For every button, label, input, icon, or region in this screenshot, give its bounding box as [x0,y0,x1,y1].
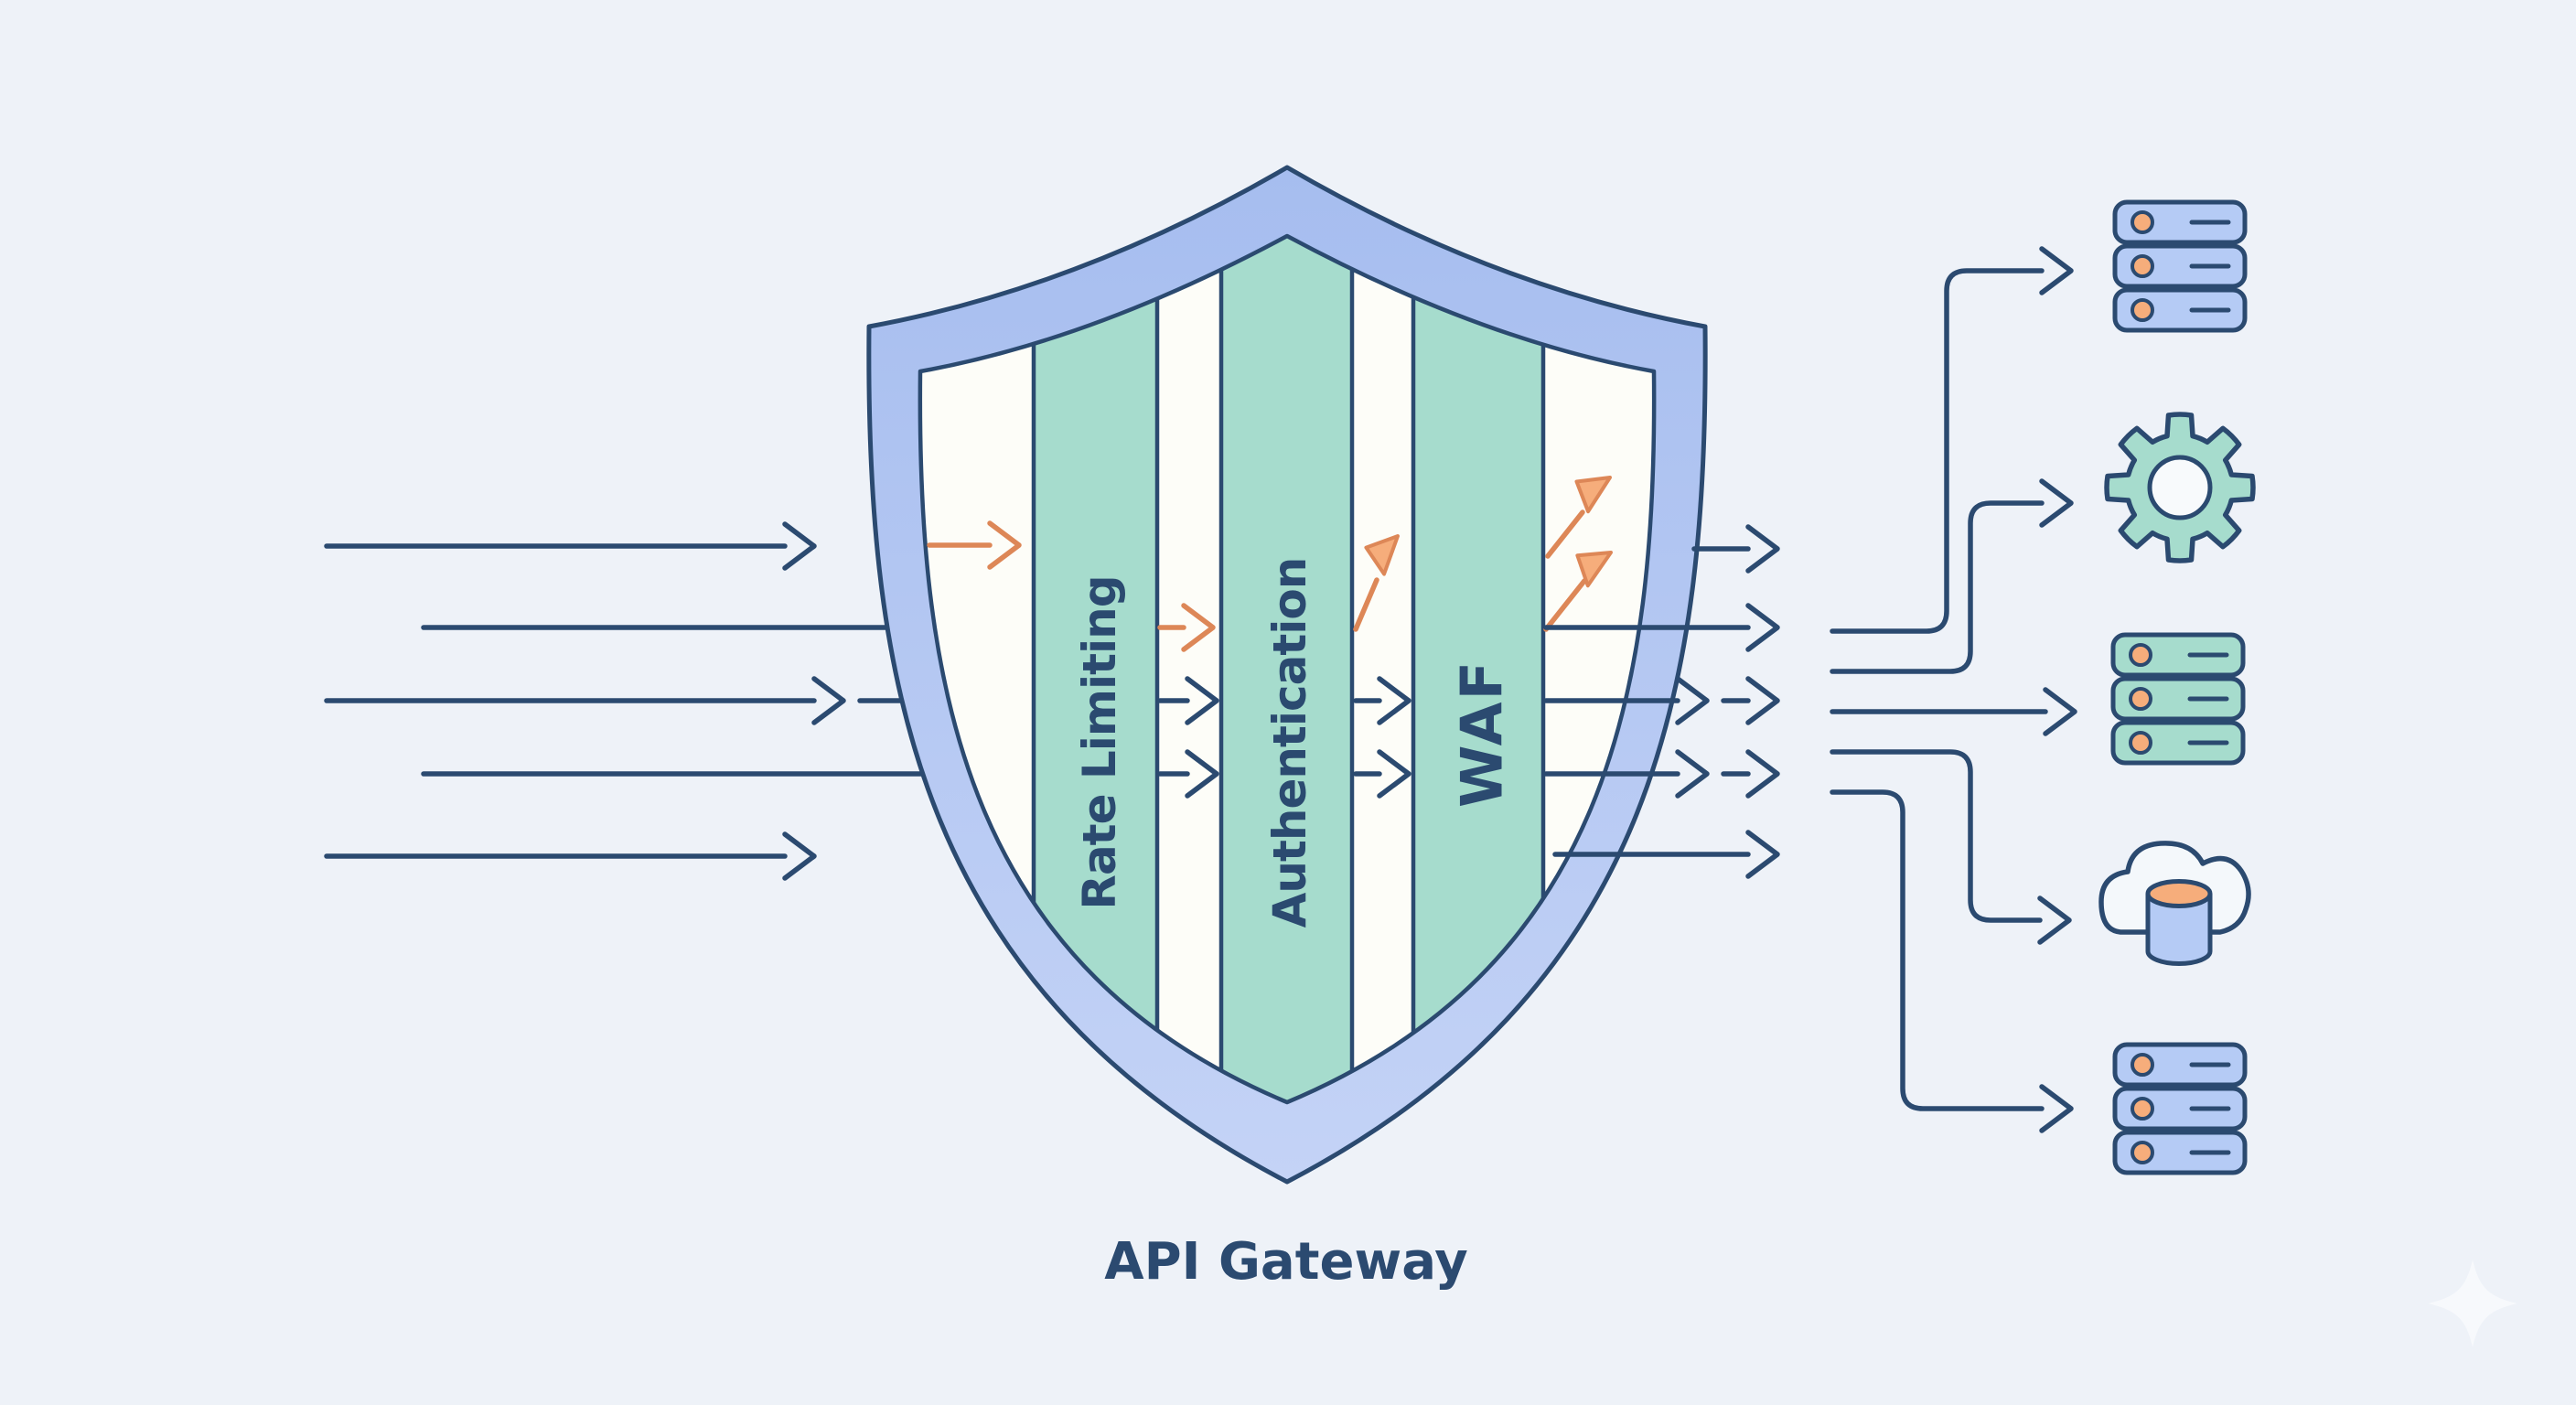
deflected-threat-line [1353,577,1379,632]
gear-icon [2104,412,2256,563]
deflected-threat-line [1543,578,1587,632]
shield: Rate Limiting Authentication WAF [866,165,1708,1185]
layer-label-waf: WAF [1449,660,1516,808]
server-icon [2112,1042,2248,1175]
shield-inner-outline [918,233,1657,1105]
deflected-threat-line [1545,509,1585,559]
layer-label-authentication: Authentication [1263,558,1316,928]
route-to-cloud-db [1830,749,2043,923]
cloud-database-icon [2098,841,2251,966]
layer-band-authentication [1218,236,1355,1102]
backend-icons [2098,199,2256,1175]
route-to-server-3 [1830,789,2045,1111]
server-icon [2112,199,2248,333]
layer-label-rate-limiting: Rate Limiting [1073,575,1126,909]
route-to-gear [1830,500,2045,674]
server-icon [2110,632,2246,766]
sparkle-watermark-icon [2428,1260,2517,1347]
route-to-server-1 [1830,268,2045,634]
diagram-title: API Gateway [1104,1232,1468,1292]
exit-arrows [1543,527,1777,876]
shield-internal-arrows [927,460,1616,796]
backend-routing-lines [1830,249,2075,1131]
